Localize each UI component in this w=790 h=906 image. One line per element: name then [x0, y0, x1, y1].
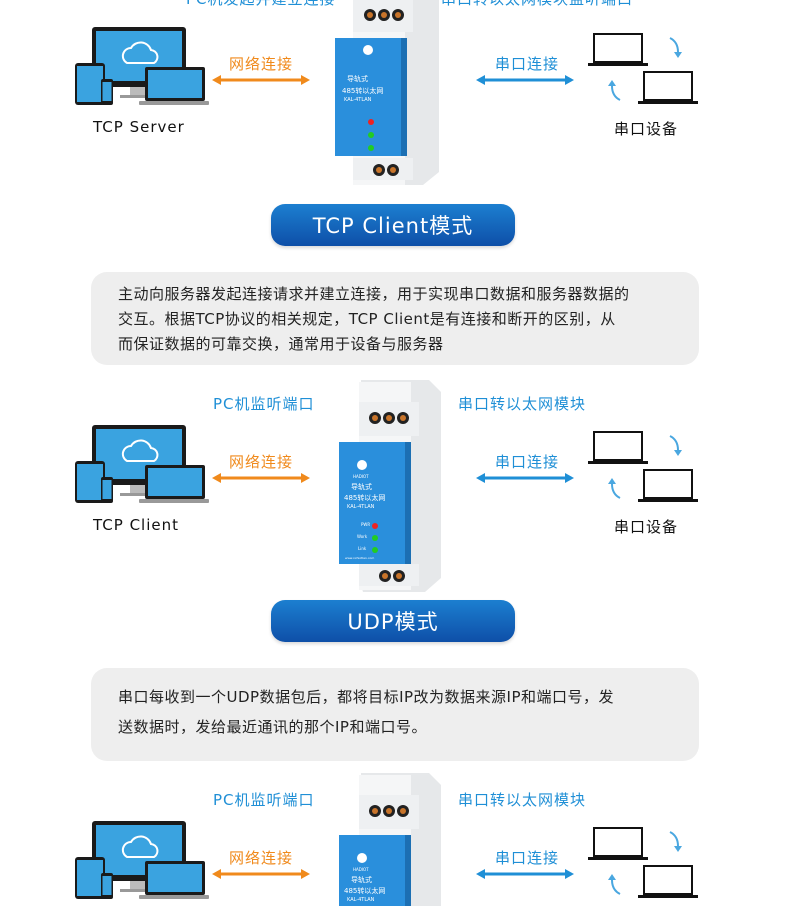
desc-line: 交互。根据TCP协议的相关规定，TCP Client是有连接和断开的区别，从	[118, 310, 616, 328]
serial-devices-icon	[588, 33, 698, 104]
module-body-icon	[339, 380, 441, 592]
right-device-label: 串口设备	[614, 120, 679, 138]
top-left-label: PC机监听端口	[213, 791, 315, 809]
tcp-client-title: TCP Client模式	[271, 204, 515, 246]
desc-line: 送数据时，发给最近通讯的那个IP和端口号。	[118, 718, 427, 736]
led-link-label: Link	[358, 546, 367, 551]
serial-devices-icon	[588, 431, 698, 502]
module-brand: HADIOT	[353, 867, 369, 872]
net-link-label: 网络连接	[229, 55, 294, 73]
section-udp-diagram: PC机监听端口 串口转以太网模块 网络连接 HADI	[0, 773, 790, 906]
net-link-arrow	[212, 473, 310, 483]
top-left-label: PC机监听端口	[213, 395, 315, 413]
net-link-label: 网络连接	[229, 849, 294, 867]
serial-link-arrow	[476, 869, 574, 879]
module-line2: 485转以太网	[344, 887, 386, 895]
module-line1: 导轨式	[347, 75, 368, 83]
net-link-arrow	[212, 869, 310, 879]
net-link-arrow	[212, 75, 310, 85]
right-device-label: 串口设备	[614, 518, 679, 536]
din-rail-module-3: HADIOT 导轨式 485转以太网 KAL-4TLAN	[339, 773, 447, 906]
top-right-label: 串口转以太网模块监听端口	[441, 0, 633, 9]
module-line3: KAL-4TLAN	[347, 504, 375, 510]
net-link-label: 网络连接	[229, 453, 294, 471]
serial-link-arrow	[476, 75, 574, 85]
top-left-label: PC机发起并建立连接	[186, 0, 336, 9]
module-body-icon	[339, 773, 441, 906]
section-tcp-server: PC机发起并建立连接 串口转以太网模块监听端口 TCP Server 网络连接	[0, 0, 790, 185]
udp-description: 串口每收到一个UDP数据包后，都将目标IP改为数据来源IP和端口号，发 送数据时…	[91, 668, 699, 761]
computer-cluster-icon	[75, 425, 209, 503]
led-pwr-label: PWR	[361, 522, 371, 527]
module-line1: 导轨式	[351, 483, 372, 491]
din-rail-module-2: HADIOT 导轨式 485转以太网 KAL-4TLAN PWR Work Li…	[339, 380, 447, 592]
desc-line: 串口每收到一个UDP数据包后，都将目标IP改为数据来源IP和端口号，发	[118, 688, 615, 706]
module-url: www.xxhiotlan.com	[345, 556, 375, 560]
desc-line: 而保证数据的可靠交换，通常用于设备与服务器	[118, 335, 444, 353]
udp-title: UDP模式	[271, 600, 515, 642]
tcp-client-description: 主动向服务器发起连接请求并建立连接，用于实现串口数据和服务器数据的 交互。根据T…	[91, 272, 699, 365]
serial-devices-icon	[588, 827, 698, 898]
led-work-label: Work	[357, 534, 368, 539]
top-right-label: 串口转以太网模块	[458, 791, 587, 809]
module-line1: 导轨式	[351, 876, 372, 884]
left-device-label: TCP Client	[93, 516, 179, 534]
module-body-icon	[335, 0, 439, 185]
module-line2: 485转以太网	[342, 87, 384, 95]
din-rail-module-1: 导轨式 485转以太网 KAL-4TLAN	[335, 0, 443, 185]
module-line3: KAL-4TLAN	[347, 897, 375, 903]
computer-cluster-icon	[75, 821, 209, 899]
section-tcp-client-diagram: PC机监听端口 串口转以太网模块 TCP Client 网络连接	[0, 378, 790, 593]
serial-link-label: 串口连接	[495, 849, 560, 867]
serial-link-label: 串口连接	[495, 453, 560, 471]
desc-line: 主动向服务器发起连接请求并建立连接，用于实现串口数据和服务器数据的	[118, 285, 630, 303]
serial-link-label: 串口连接	[495, 55, 560, 73]
computer-cluster-icon	[75, 27, 209, 105]
module-line2: 485转以太网	[344, 494, 386, 502]
left-device-label: TCP Server	[93, 118, 185, 136]
serial-link-arrow	[476, 473, 574, 483]
top-right-label: 串口转以太网模块	[458, 395, 587, 413]
module-brand: HADIOT	[353, 474, 369, 479]
module-line3: KAL-4TLAN	[344, 97, 372, 103]
